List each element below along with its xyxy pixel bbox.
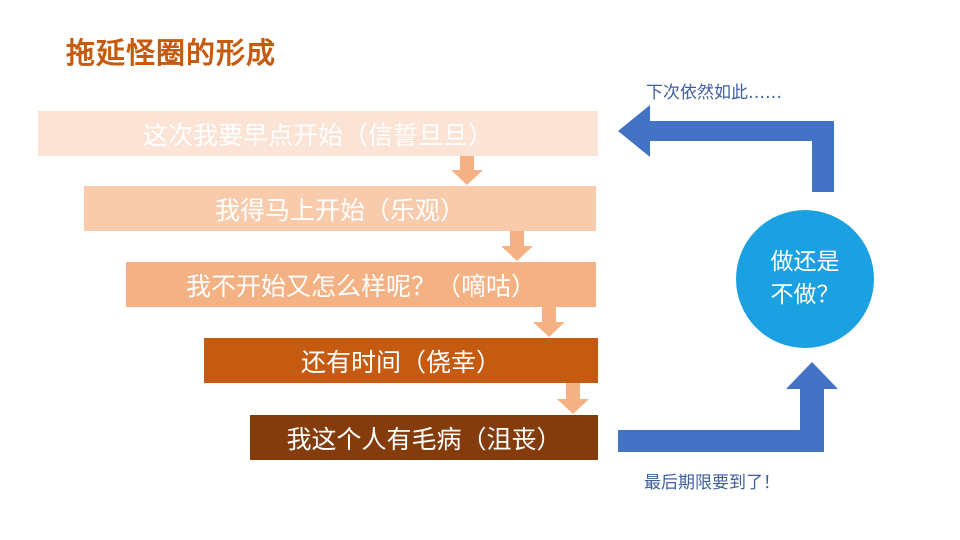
slide-title: 拖延怪圈的形成 [66,36,277,70]
connector-arrow-3 [533,307,565,337]
connector-arrow-2 [501,231,533,261]
step-muttering: 我不开始又怎么样呢？（嘀咕） [126,262,596,307]
loop-arrow-up-icon [618,362,838,452]
step-luck: 还有时间（侥幸） [204,338,598,383]
decision-line-1: 做还是 [770,249,840,275]
connector-arrow-1 [451,156,483,185]
decision-circle: 做还是 不做？ [736,210,874,348]
loop-bottom-label: 最后期限要到了！ [644,473,780,493]
step-promise: 这次我要早点开始（信誓旦旦） [38,111,598,156]
loop-arrow-back-icon [618,105,834,192]
decision-line-2: 不做？ [770,282,840,308]
step-frustration: 我这个人有毛病（沮丧） [250,415,598,460]
loop-top-label: 下次依然如此…… [646,83,782,103]
step-optimism: 我得马上开始（乐观） [84,186,596,231]
connector-arrow-4 [557,383,589,414]
